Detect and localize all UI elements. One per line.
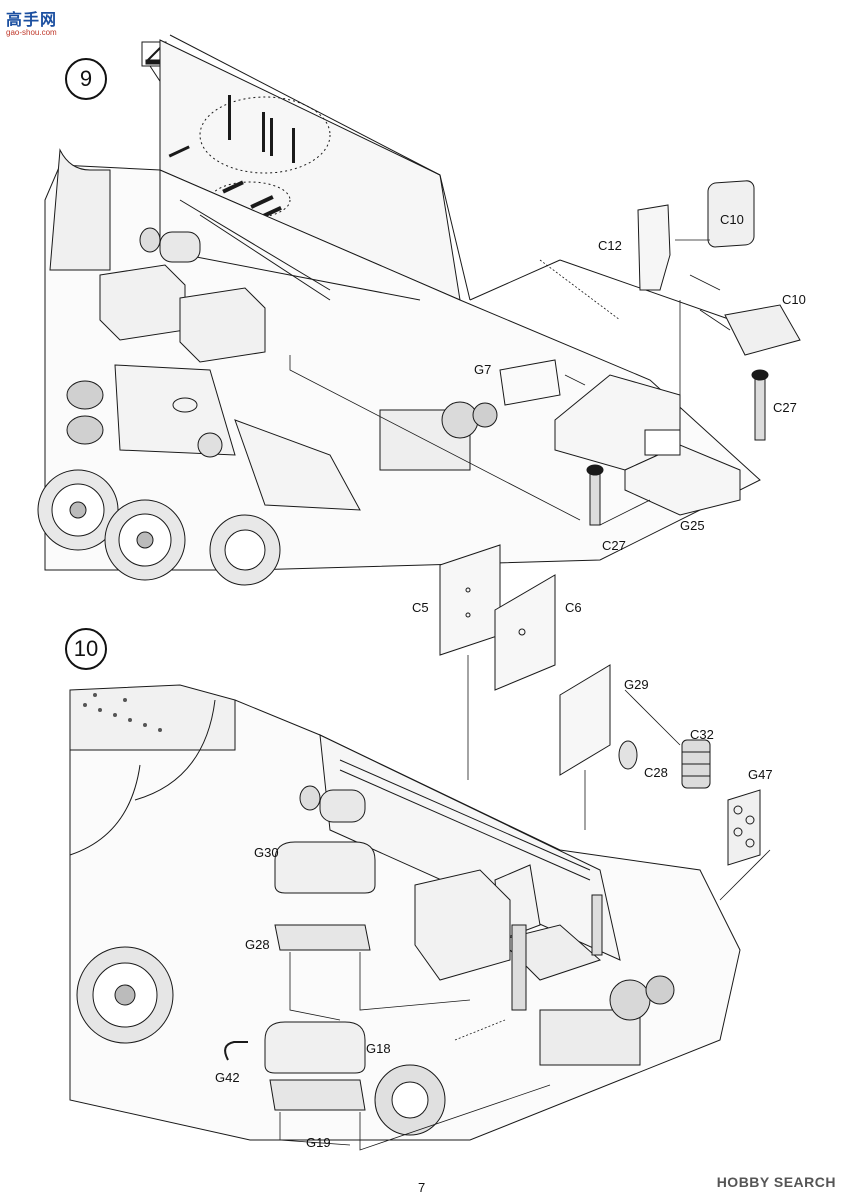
page-number: 7 — [418, 1180, 426, 1195]
part-label-c27-right: C27 — [773, 400, 797, 415]
part-g29-plate — [559, 664, 611, 776]
road-wheel-step10 — [76, 946, 446, 1136]
part-label-g42: G42 — [215, 1070, 240, 1085]
part-c28-can — [618, 740, 638, 770]
part-label-c32: C32 — [690, 727, 714, 742]
part-label-g7: G7 — [474, 362, 492, 377]
hobby-search-watermark: HOBBY SEARCH — [716, 1174, 836, 1190]
detail-strips — [168, 95, 295, 219]
part-label-c12: C12 — [598, 238, 622, 253]
exhaust-rolls — [66, 380, 104, 445]
part-g19-tray — [269, 1079, 366, 1111]
part-g18-cushion — [264, 1021, 366, 1074]
part-label-c10-top: C10 — [720, 212, 744, 227]
part-c10-back-shape — [707, 180, 755, 248]
part-label-c27-bottom: C27 — [602, 538, 626, 553]
part-c12-shape — [637, 204, 671, 291]
step-number-10: 10 — [65, 628, 107, 670]
part-label-g25: G25 — [680, 518, 705, 533]
part-label-c5: C5 — [412, 600, 429, 615]
part-g30-cushion — [274, 841, 376, 894]
part-g42-handle — [224, 1041, 248, 1061]
road-wheels — [37, 469, 281, 586]
part-c27-post-right — [754, 374, 766, 441]
step10-diagram — [69, 544, 771, 1151]
tool-boxes — [99, 264, 266, 363]
part-label-g28: G28 — [245, 937, 270, 952]
part-label-g19: G19 — [306, 1135, 331, 1150]
transmission-step10 — [539, 975, 675, 1066]
part-c10-seat-shape — [724, 304, 801, 356]
seat-cushions — [637, 180, 801, 356]
transmission — [379, 401, 498, 471]
part-label-c10-bottom: C10 — [782, 292, 806, 307]
seat-assembly — [499, 359, 769, 526]
part-g28-tray — [274, 924, 371, 951]
part-label-g29: G29 — [624, 677, 649, 692]
part-label-g30: G30 — [254, 845, 279, 860]
step-number-9: 9 — [65, 58, 107, 100]
site-logo-url: gao-shou.com — [6, 28, 57, 37]
site-logo: 高手网 gao-shou.com — [6, 6, 57, 37]
part-c32-canister — [681, 739, 711, 789]
site-logo-text: 高手网 — [6, 10, 58, 29]
step9-diagram — [37, 34, 801, 586]
air-cleaner — [139, 227, 201, 263]
part-label-g18: G18 — [366, 1041, 391, 1056]
part-g47-panel — [727, 789, 761, 866]
part-c27-post-bottom — [589, 469, 601, 526]
part-label-c28: C28 — [644, 765, 668, 780]
part-g7-shape — [499, 359, 561, 406]
hull-floor — [44, 164, 761, 571]
part-label-c6: C6 — [565, 600, 582, 615]
leader-lines-step10 — [279, 655, 771, 1151]
part-c5-plate — [439, 544, 501, 656]
leader-lines — [289, 239, 731, 526]
part-label-g47: G47 — [748, 767, 773, 782]
